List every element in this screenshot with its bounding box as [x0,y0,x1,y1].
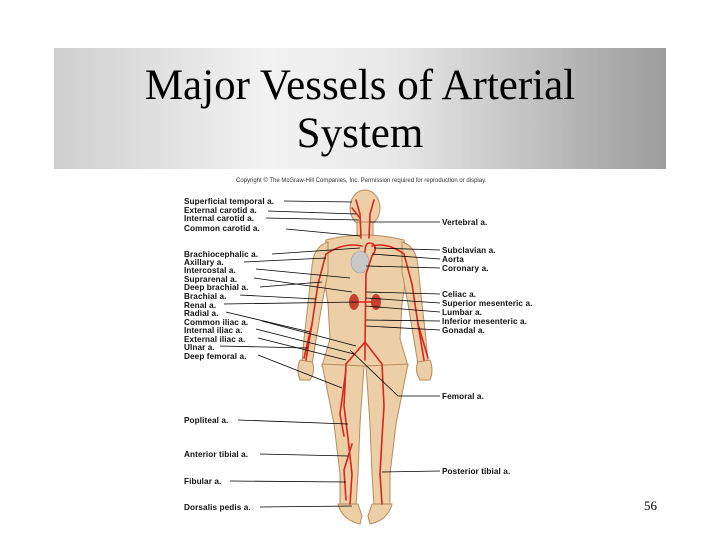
slide-title: Major Vessels of Arterial System [144,62,576,157]
label-common-carotid-artery: Common carotid a. [184,224,260,233]
label-dorsalis-pedis-artery: Dorsalis pedis a. [184,503,251,512]
copyright-notice: Copyright © The McGraw-Hill Companies, I… [236,178,487,184]
label-posterior-tibial-artery: Posterior tibial a. [442,467,511,476]
label-external-iliac-artery: External iliac a. [184,335,246,344]
label-suprarenal-artery: Suprarenal a. [184,275,238,284]
label-lumbar-artery: Lumbar a. [442,308,483,317]
label-brachiocephalic-artery: Brachiocephalic a. [184,250,259,259]
label-internal-carotid-artery: Internal carotid a. [184,214,255,223]
label-common-iliac-artery: Common iliac a. [184,318,249,327]
label-ulnar-artery: Ulnar a. [184,343,215,352]
label-femoral-artery: Femoral a. [442,392,484,401]
label-radial-artery: Radial a. [184,309,219,318]
arterial-tree [303,199,429,505]
label-aorta: Aorta [442,255,464,264]
label-anterior-tibial-artery: Anterior tibial a. [184,450,249,459]
label-fibular-artery: Fibular a. [184,477,222,486]
page-number: 56 [644,498,657,513]
title-bar: Major Vessels of Arterial System [54,48,666,169]
label-intercostal-artery: Intercostal a. [184,266,236,275]
label-renal-artery: Renal a. [184,301,217,310]
left-leader-lines [219,200,361,508]
label-deep-femoral-artery: Deep femoral a. [184,352,247,361]
kidneys [349,294,381,310]
heart-shape [350,250,370,274]
label-deep-brachial-artery: Deep brachial a. [184,283,249,292]
label-superficial-temporal-artery: Superficial temporal a. [184,197,275,206]
label-superior-mesenteric-artery: Superior mesenteric a. [442,299,533,308]
label-inferior-mesenteric-artery: Inferior mesenteric a. [442,317,528,326]
label-subclavian-artery: Subclavian a. [442,246,496,255]
body-illustration [219,189,441,525]
label-external-carotid-artery: External carotid a. [184,206,257,215]
label-coronary-artery: Coronary a. [442,264,489,273]
label-axillary-artery: Axillary a. [184,258,224,267]
label-vertebral-artery: Vertebral a. [442,218,488,227]
label-popliteal-artery: Popliteal a. [184,416,229,425]
label-gonadal-artery: Gonadal a. [442,326,485,335]
arterial-system-figure: Superficial temporal a. External carotid… [176,174,556,529]
right-leader-lines [349,221,441,473]
label-celiac-artery: Celiac a. [442,290,477,299]
label-internal-iliac-artery: Internal iliac a. [184,326,243,335]
label-brachial-artery: Brachial a. [184,292,227,301]
